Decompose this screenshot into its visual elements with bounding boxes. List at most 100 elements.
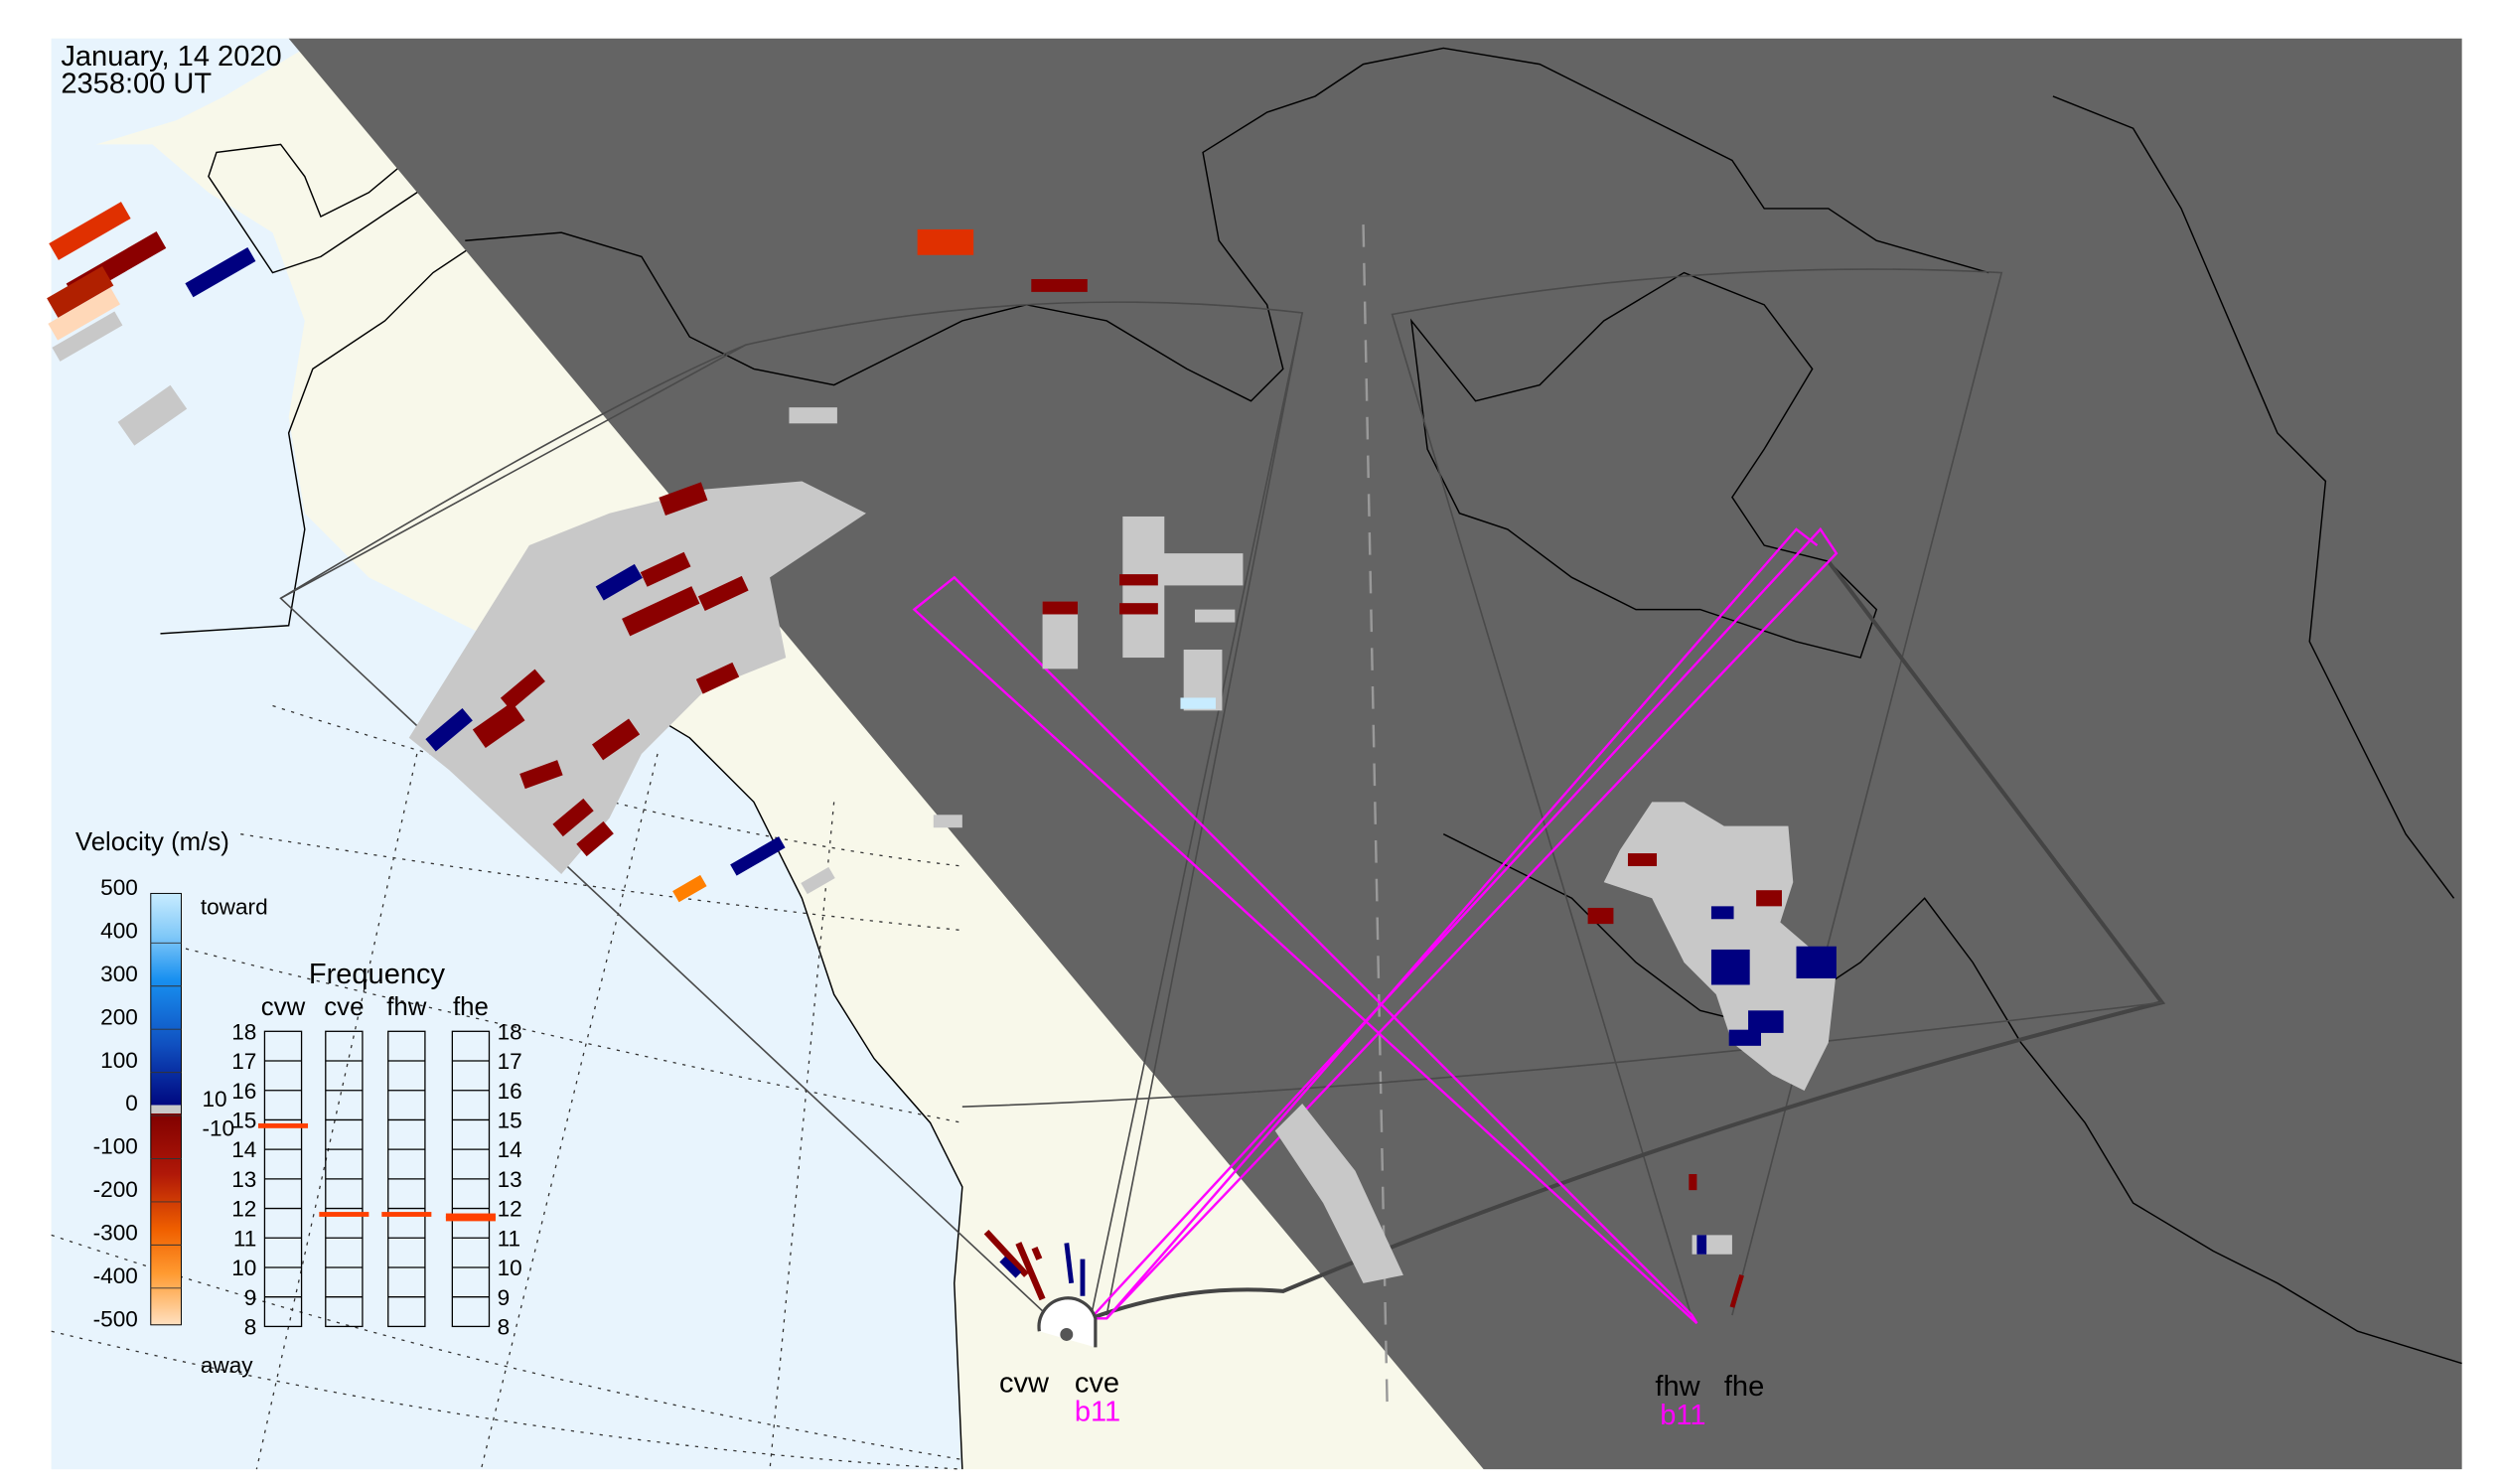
frequency-tick-right: 10 (498, 1256, 522, 1280)
velocity-tick-label: 500 (100, 875, 138, 900)
gs-upper-label: 10 (202, 1087, 226, 1112)
echo-cell (595, 563, 643, 601)
date-label: January, 14 2020 (61, 41, 281, 73)
echo-cell (1587, 907, 1614, 925)
dateline-marker (1362, 224, 1389, 1412)
echo-cell (659, 482, 708, 517)
echo-cell (1180, 697, 1216, 709)
frequency-tick-right: 13 (498, 1167, 522, 1192)
frequency-tick-right: 11 (498, 1226, 520, 1251)
echo-cell (1031, 1247, 1043, 1261)
frequency-tick-left: 16 (231, 1079, 256, 1104)
echo-cell (1729, 1274, 1744, 1308)
frequency-tick-left: 9 (244, 1285, 257, 1310)
frequency-tick-right: 15 (498, 1109, 522, 1133)
echo-cell (591, 718, 641, 761)
labrador-coastline (1442, 833, 2462, 1365)
frequency-tick-right: 9 (498, 1285, 511, 1310)
echo-cell (1627, 853, 1658, 866)
velocity-tick-label: 200 (100, 1004, 138, 1029)
echo-cell (1748, 1010, 1784, 1033)
echo-cell (730, 836, 786, 876)
frequency-tick-left: 12 (231, 1197, 256, 1222)
lat-lon-grid (51, 704, 962, 1470)
echo-cell (472, 701, 525, 749)
frequency-tick-right: 16 (498, 1079, 522, 1104)
velocity-tick-label: 300 (100, 962, 138, 986)
velocity-tick-label: 400 (100, 918, 138, 943)
echo-cell (933, 815, 962, 828)
echo-cell (983, 1229, 1029, 1277)
echo-cell (1710, 949, 1750, 985)
frequency-tick-right: 12 (498, 1197, 522, 1222)
frequency-column-label-fhw: fhw (386, 993, 427, 1021)
frequency-tick-left: 10 (231, 1256, 256, 1280)
toward-label: toward (201, 894, 268, 919)
frequency-title: Frequency (309, 959, 446, 990)
echo-cell (552, 798, 594, 837)
beam-label-fh: b11 (1660, 1400, 1705, 1431)
fov-fhe (961, 559, 2166, 1321)
velocity-colorbar-legend: Velocity (m/s) 5004003002001000-100-200-… (75, 828, 268, 1378)
arctic-ocean (51, 38, 321, 153)
gs-lower-label: -10 (202, 1115, 234, 1140)
echo-cell (1119, 603, 1158, 615)
beam-fhw-b11 (912, 575, 1698, 1325)
alaska-velocity-cells (47, 202, 835, 903)
alaska-coastline (160, 64, 554, 635)
frequency-marker-cvw (257, 1122, 309, 1128)
echo-cell (47, 265, 114, 318)
echo-cell (500, 668, 545, 711)
echo-cell (576, 820, 614, 857)
canada-coastline (465, 47, 1989, 402)
site-label-cvw: cvw (999, 1368, 1050, 1400)
echo-cell (695, 662, 740, 694)
velocity-tick-label: 100 (100, 1048, 138, 1073)
frequency-marker-fhe (445, 1216, 496, 1222)
echo-cell (640, 551, 691, 587)
echo-cell (1064, 1243, 1075, 1284)
echo-cell (1728, 1029, 1761, 1046)
frequency-column-cvw (263, 1030, 303, 1328)
frequency-marker-fhw (381, 1212, 432, 1217)
echo-cell (1796, 946, 1837, 979)
away-label: away (201, 1353, 253, 1378)
velocity-tick-label: -200 (93, 1177, 138, 1202)
frequency-tick-right: 14 (498, 1137, 522, 1162)
velocity-tick-label: 0 (125, 1091, 138, 1115)
frequency-column-label-fhe: fhe (453, 993, 489, 1021)
fov-cvw (279, 301, 1304, 1319)
echo-cell (117, 384, 188, 446)
echo-cell (1119, 574, 1158, 586)
frequency-marker-cve (319, 1212, 369, 1217)
echo-cell (917, 228, 974, 255)
echo-cell (672, 874, 707, 903)
frequency-column-label-cvw: cvw (261, 993, 306, 1021)
frequency-tick-right: 18 (498, 1019, 522, 1044)
velocity-tick-label: -400 (93, 1263, 138, 1288)
echo-cell (1031, 278, 1088, 292)
fov-fhw (1391, 268, 2003, 1319)
frequency-tick-left: 13 (231, 1167, 256, 1192)
night-terminator (288, 38, 2462, 1470)
echo-cell (1194, 609, 1236, 623)
echo-cell (1015, 1242, 1046, 1301)
echo-cell (622, 586, 700, 637)
echo-cell (1122, 516, 1165, 659)
echo-cell (1162, 553, 1244, 586)
ground-scatter-arc (1274, 1103, 1403, 1283)
echo-cell (1042, 601, 1079, 615)
echo-cell (519, 760, 563, 790)
near-range-cv-cells (983, 1229, 1086, 1301)
frequency-marker-fhe (445, 1213, 496, 1219)
echo-cell (789, 407, 837, 424)
frequency-tick-left: 17 (231, 1049, 256, 1074)
echo-cells (47, 202, 1837, 1308)
site-label-fhe: fhe (1724, 1371, 1764, 1403)
frequency-tick-left: 8 (244, 1314, 257, 1339)
frequency-tick-left: 18 (231, 1019, 256, 1044)
echo-cell (425, 707, 473, 752)
frequency-tick-left: 15 (231, 1109, 256, 1133)
